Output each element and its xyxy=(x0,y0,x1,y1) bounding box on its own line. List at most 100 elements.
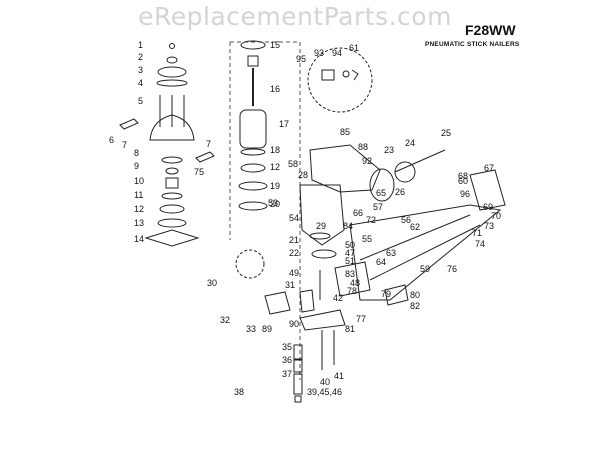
diagram-subtitle: PNEUMATIC STICK NAILERS xyxy=(425,41,520,48)
part-label-12: 12 xyxy=(134,204,144,214)
part-37-drawing xyxy=(293,359,303,373)
part-label-22: 22 xyxy=(289,248,299,258)
part-6-lever-drawing xyxy=(195,151,215,163)
part-label-7: 7 xyxy=(206,139,211,149)
magazine-rail xyxy=(359,214,471,261)
part-13-drawing xyxy=(159,204,185,214)
part-49-inset xyxy=(235,249,265,279)
part-label-1: 1 xyxy=(138,40,143,50)
part-label-56: 56 xyxy=(401,215,411,225)
part-label-31: 31 xyxy=(285,280,295,290)
part-label-63: 63 xyxy=(386,248,396,258)
part-label-55: 55 xyxy=(362,234,372,244)
watermark: eReplacementParts.com xyxy=(138,2,452,31)
part-16-nut xyxy=(247,55,259,67)
part-label-21: 21 xyxy=(289,235,299,245)
part-3-drawing xyxy=(157,66,187,78)
part-label-47: 47 xyxy=(345,248,355,258)
part-9-drawing xyxy=(161,156,183,164)
part-39-drawing xyxy=(294,395,302,403)
part-label-62: 62 xyxy=(410,222,420,232)
part-4-drawing xyxy=(156,79,188,87)
part-label-49: 49 xyxy=(289,268,299,278)
part-80-drawing xyxy=(384,284,409,306)
part-38-drawing xyxy=(293,373,303,395)
part-label-3: 3 xyxy=(138,65,143,75)
part-label-88: 88 xyxy=(358,142,368,152)
part-label-59: 59 xyxy=(420,264,430,274)
part-label-7: 7 xyxy=(122,140,127,150)
part-label-40: 40 xyxy=(320,377,330,387)
part-32-drawing xyxy=(299,289,315,313)
part-label-76: 76 xyxy=(447,264,457,274)
part-drawings xyxy=(119,40,506,403)
part-label-95: 95 xyxy=(296,54,306,64)
part-26-rod xyxy=(394,149,446,173)
part-label-24: 24 xyxy=(405,138,415,148)
part-label-82: 82 xyxy=(410,301,420,311)
part-label-48: 48 xyxy=(350,278,360,288)
part-label-16: 16 xyxy=(270,84,280,94)
part-label-2: 2 xyxy=(138,52,143,62)
part-label-60: 60 xyxy=(458,176,468,186)
part-label-10: 10 xyxy=(134,176,144,186)
part-label-19: 19 xyxy=(270,181,280,191)
part-label-69: 69 xyxy=(483,202,493,212)
part-2-drawing xyxy=(166,56,178,64)
part-label-6: 6 xyxy=(0,0,5,2)
part-label-85: 85 xyxy=(340,127,350,137)
part-label-35: 35 xyxy=(282,342,292,352)
part-94-drawing xyxy=(321,69,335,81)
part-label-57: 57 xyxy=(373,202,383,212)
part-35-drawing xyxy=(299,309,346,331)
part-label-8: 8 xyxy=(134,148,139,158)
part-label-77: 77 xyxy=(356,314,366,324)
part-label-20: 20 xyxy=(270,199,280,209)
part-label-41: 41 xyxy=(334,371,344,381)
part-label-78: 78 xyxy=(347,286,357,296)
cylinder-cap-drawing xyxy=(149,114,195,141)
part-label-12: 12 xyxy=(270,162,280,172)
part-label-28: 28 xyxy=(298,170,308,180)
part-label-37: 37 xyxy=(282,369,292,379)
part-1-drawing xyxy=(169,43,175,49)
part-label-66: 66 xyxy=(353,208,363,218)
part-label-9: 9 xyxy=(134,161,139,171)
part-label-58: 58 xyxy=(288,159,298,169)
part-label-64: 64 xyxy=(376,257,386,267)
part-29-housing xyxy=(299,184,345,246)
part-12-ring xyxy=(240,148,266,156)
part-16-drawing xyxy=(240,40,266,50)
part-label-81: 81 xyxy=(345,324,355,334)
part-48-nose xyxy=(334,261,371,297)
part-20-drawing xyxy=(238,181,268,191)
part-label-72: 72 xyxy=(366,215,376,225)
magazine-rail xyxy=(369,224,481,281)
part-label-80: 80 xyxy=(410,290,420,300)
part-label-93: 93 xyxy=(314,48,324,58)
part-label-79: 79 xyxy=(381,289,391,299)
part-21-drawing xyxy=(238,201,268,211)
part-label-89: 89 xyxy=(262,324,272,334)
part-90-drawing xyxy=(264,291,291,315)
part-label-42: 42 xyxy=(333,293,343,303)
part-label-50: 50 xyxy=(345,240,355,250)
part-label-18: 18 xyxy=(270,145,280,155)
part-label-32: 32 xyxy=(220,315,230,325)
part-label-6: 6 xyxy=(109,135,114,145)
part-label-71: 71 xyxy=(472,228,482,238)
part-66-magazine xyxy=(349,204,502,301)
part-label-17: 17 xyxy=(279,119,289,129)
part-92-housing-top xyxy=(309,144,381,193)
part-label-83: 83 xyxy=(345,269,355,279)
part-36-spring xyxy=(293,344,303,360)
part-14-drawing xyxy=(157,218,187,228)
part-18-piston xyxy=(239,109,267,149)
part-30-drawing xyxy=(311,249,337,259)
part-15-gasket xyxy=(144,229,200,247)
part-label-25: 25 xyxy=(441,128,451,138)
part-label-15: 15 xyxy=(270,40,280,50)
part-label-61: 61 xyxy=(349,43,359,53)
part-label-96: 96 xyxy=(460,189,470,199)
